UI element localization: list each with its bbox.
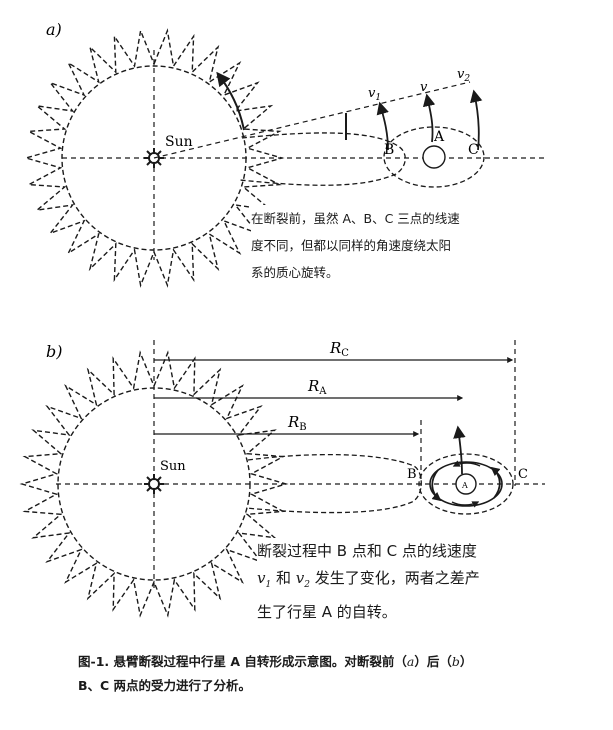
arm-loop-a [239, 132, 406, 186]
note-a-line-2: 度不同，但都以同样的角速度绕太阳 [251, 238, 452, 253]
point-label-a-b: A [461, 481, 468, 490]
arm-loop-b [245, 453, 422, 514]
note-b-v1: v1 [257, 569, 272, 590]
sun-label-a: Sun [165, 134, 193, 150]
figure-caption: 图-1. 悬臂断裂过程中行星 A 自转形成示意图。对断裂前（a）后（b） B、C… [78, 650, 578, 698]
point-label-a-a: A [433, 129, 445, 145]
caption-line-2: B、C 两点的受力进行了分析。 [78, 678, 252, 693]
sun-icon [144, 474, 164, 494]
panel-b-note: 断裂过程中 B 点和 C 点的线速度 v1 和 v2 发生了变化，两者之差产 生… [257, 538, 559, 626]
planet-orbit-ellipse-a [383, 126, 485, 188]
velocity-arrow-v [422, 93, 436, 143]
note-b-v2: v2 [295, 569, 310, 590]
velocity-arrow-v1 [376, 101, 389, 151]
note-a-line-1: 在断裂前，虽然 A、B、C 三点的线速 [251, 211, 460, 226]
radial-line-a [153, 81, 471, 159]
sun-rays-b [19, 350, 289, 618]
note-b-line-2: v1 和 v2 发生了变化，两者之差产 [257, 565, 559, 599]
velocity-label-v1: v1 [368, 86, 381, 103]
note-b-line-3: 生了行星 A 的自转。 [257, 603, 397, 621]
point-label-c-a: C [468, 142, 479, 158]
panel-b-label: b) [46, 342, 62, 361]
note-b-line-1: 断裂过程中 B 点和 C 点的线速度 [257, 542, 477, 560]
point-label-c-b: C [518, 467, 528, 482]
spin-arrow-bottom [451, 501, 480, 508]
panel-a-note: 在断裂前，虽然 A、B、C 三点的线速 度不同，但都以同样的角速度绕太阳 系的质… [251, 205, 487, 286]
panel-a-label: a) [46, 20, 62, 39]
note-a-line-3: 系的质心旋转。 [251, 265, 339, 280]
planet-orbit-ellipse-b [418, 453, 514, 515]
planet-up-arrow [453, 425, 466, 475]
velocity-label-v: v [420, 80, 428, 95]
sun-label-b: Sun [160, 459, 186, 474]
planet-a-body [422, 145, 446, 169]
panel-a: a) Sun v1 v v2 B A C [23, 20, 545, 288]
note-b-rest: 发生了变化，两者之差产 [314, 569, 480, 587]
panel-b: b) Sun RC RA RB B A C [19, 339, 545, 618]
point-label-b-a: B [384, 142, 394, 158]
caption-line-1: 图-1. 悬臂断裂过程中行星 A 自转形成示意图。对断裂前（a）后（b） [78, 654, 473, 669]
spin-arrow-left [431, 469, 442, 502]
velocity-label-v2: v2 [457, 67, 470, 84]
spin-arrow-right [490, 466, 501, 499]
rotation-arrow-a [216, 71, 245, 131]
point-label-b-b: B [407, 467, 417, 482]
velocity-arrow-v2 [470, 89, 483, 151]
note-b-and: 和 [271, 569, 296, 587]
distance-label-ra: RA [307, 377, 327, 397]
distance-label-rb: RB [287, 413, 307, 433]
distance-label-rc: RC [329, 339, 349, 359]
spin-arrow-top [452, 460, 481, 467]
planet-a-body-b [455, 473, 477, 495]
planet-spin-ring [429, 461, 503, 507]
